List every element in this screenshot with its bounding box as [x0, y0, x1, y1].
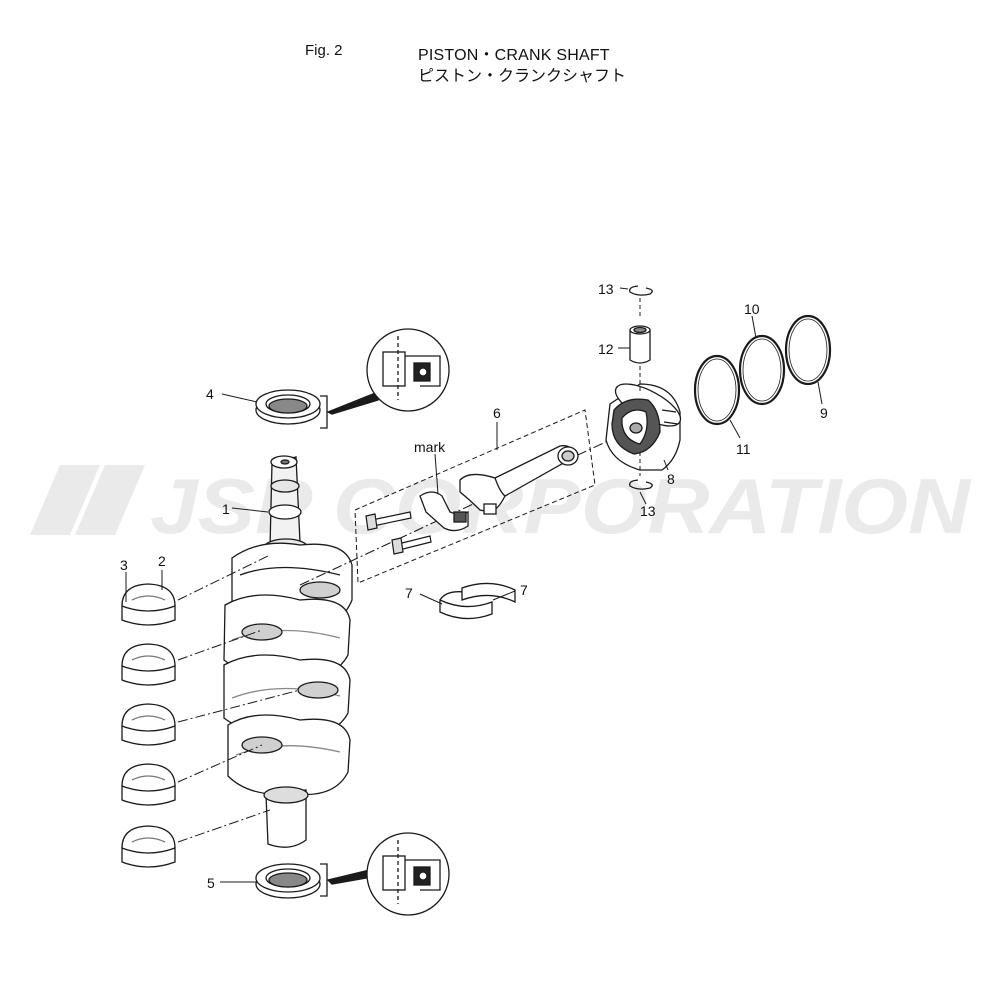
callout-10: 10: [744, 301, 760, 317]
callout-8: 8: [667, 471, 675, 487]
main-bearing-5: [121, 825, 176, 868]
connecting-rod-cap: [419, 491, 469, 532]
oil-seal-5: [255, 863, 321, 899]
main-bearing-4: [121, 763, 176, 806]
piston-pin-clips: [629, 285, 653, 490]
watermark-logo-icon: [30, 465, 145, 535]
piston-ring-10: [738, 334, 786, 406]
figure-number: Fig. 2: [305, 42, 343, 59]
callout-4: 4: [206, 386, 214, 402]
leader-lines: [125, 287, 823, 883]
main-bearing-3: [121, 703, 176, 746]
callout-12: 12: [598, 341, 614, 357]
main-bearing-1: [121, 583, 176, 626]
callout-7-left: 7: [405, 585, 413, 601]
diagram-title-japanese: ピストン・クランクシャフト: [418, 66, 627, 85]
callout-1: 1: [222, 501, 230, 517]
callout-6: 6: [493, 405, 501, 421]
main-bearing-shells: [121, 583, 176, 868]
piston-pin: [629, 325, 651, 364]
crankshaft: [223, 455, 353, 848]
callout-7-right: 7: [520, 582, 528, 598]
callout-13-top: 13: [598, 281, 614, 297]
connecting-rod: [459, 445, 579, 515]
callout-5: 5: [207, 875, 215, 891]
seal-detail-callouts: [320, 328, 450, 916]
connecting-rod-bolts: [365, 511, 432, 555]
piston: [605, 383, 682, 471]
piston-ring-11: [693, 354, 741, 426]
callout-3: 3: [120, 557, 128, 573]
callout-2: 2: [158, 553, 166, 569]
conrod-bearing-shells: [439, 582, 516, 620]
piston-rings: [693, 314, 832, 426]
diagram-title-english: PISTON・CRANK SHAFT: [418, 47, 610, 64]
callout-9: 9: [820, 405, 828, 421]
callout-11: 11: [736, 441, 751, 457]
main-bearing-2: [121, 643, 176, 686]
oil-seal-4: [255, 389, 321, 425]
callout-13-bottom: 13: [640, 503, 656, 519]
piston-ring-9: [784, 314, 832, 386]
callout-mark: mark: [414, 439, 446, 455]
callout-labels: 1 2 3 4 5 6 7 7 8 9 10 11 12 13 13 mark: [120, 281, 828, 891]
